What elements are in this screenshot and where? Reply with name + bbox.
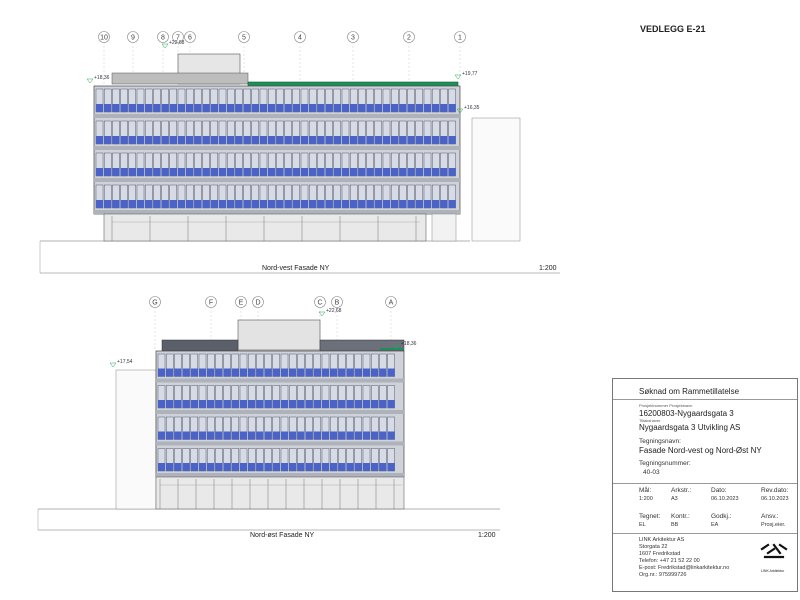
- link-logo-icon: [760, 543, 788, 559]
- grid-axis-7: 7: [176, 35, 180, 42]
- caption-north-west: Nord-vest Fasade NY: [262, 265, 330, 272]
- project-label: Prosjektnummer Prosjektnavn: [639, 403, 693, 408]
- vedlegg-label: VEDLEGG E-21: [640, 24, 706, 34]
- titleblock-heading: Søknad om Rammetillatelse: [639, 387, 740, 396]
- grid-axis-4: 4: [298, 35, 302, 42]
- field-format-label: Arkstr.:: [671, 487, 692, 494]
- firm-city: 1607 Fredrikstad: [639, 551, 681, 557]
- drawing-name: Fasade Nord-vest og Nord-Øst NY: [639, 446, 762, 455]
- field-date-value: 06.10.2023: [711, 496, 739, 502]
- client-name: Nygaardsgata 3 Utvikling AS: [639, 423, 741, 432]
- grid-axis-10: 10: [100, 35, 108, 42]
- field-scale-label: Mål:: [639, 487, 652, 494]
- facade-drawing-north-west: 10 9 8 7 6 5 4 3 2 1 +22,68 +18,36 +19,77 +16,35: [39, 31, 560, 274]
- grid-axis-5: 5: [242, 35, 246, 42]
- firm-name: LINK Arkitektur AS: [639, 537, 685, 543]
- logo-text: LINK Arkitektur: [761, 569, 785, 573]
- drawing-name-label: Tegningsnavn:: [639, 438, 681, 445]
- field-revdate-value: 06.10.2023: [761, 496, 789, 502]
- grid-axis-e: E: [239, 300, 244, 307]
- grid-axis-b: B: [335, 300, 340, 307]
- grid-axis-9: 9: [131, 35, 135, 42]
- field-scale-value: 1:200: [639, 496, 653, 502]
- elevation-label: +18,36: [94, 75, 110, 81]
- field-revdate-label: Rev.dato:: [761, 487, 789, 494]
- firm-org: Org.nr.: 975999726: [639, 572, 687, 578]
- elevation-label: +18,36: [401, 341, 417, 347]
- field-date-label: Dato:: [711, 487, 727, 494]
- elevation-label: +22,68: [169, 40, 185, 46]
- grid-axis-f: F: [209, 300, 213, 307]
- elevation-label: +17,54: [117, 359, 133, 365]
- field-approved-value: EA: [711, 522, 719, 528]
- grid-axis-g: G: [152, 300, 157, 307]
- title-block: Søknad om Rammetillatelse Prosjektnummer…: [612, 378, 798, 592]
- grid-axis-d: D: [255, 300, 260, 307]
- field-drawn-value: EL: [639, 522, 646, 528]
- field-drawn-label: Tegnet:: [639, 513, 661, 520]
- elevation-label: +19,77: [462, 71, 478, 77]
- firm-phone: Telefon: +47 21 52 22 00: [639, 558, 700, 564]
- grid-axis-c: C: [317, 300, 322, 307]
- facade-drawing-north-east: G F E D C B A +22,68 +18,36 +17,54: [37, 296, 500, 531]
- firm-email: E-post: Fredrikstad@linkarkitektur.no: [639, 565, 730, 571]
- project-name: 16200803-Nygaardsgata 3: [639, 409, 734, 418]
- grid-axis-2: 2: [407, 35, 411, 42]
- scale-north-west: 1:200: [539, 265, 557, 272]
- client-label: Tiltakshaver: [639, 418, 661, 423]
- elevation-label: +16,35: [464, 105, 480, 111]
- grid-axis-8: 8: [161, 35, 165, 42]
- caption-north-east: Nord-øst Fasade NY: [250, 532, 315, 539]
- grid-axis-6: 6: [188, 35, 192, 42]
- field-responsible-value: Prosj.eier.: [761, 522, 786, 528]
- field-checked-value: BB: [671, 522, 679, 528]
- elevation-label: +22,68: [326, 308, 342, 314]
- field-checked-label: Kontr.:: [671, 513, 690, 520]
- field-approved-label: Godkj.:: [711, 513, 732, 520]
- drawing-number-label: Tegningsnummer:: [639, 460, 691, 467]
- grid-axis-a: A: [389, 300, 394, 307]
- firm-street: Storgata 22: [639, 544, 668, 550]
- field-format-value: A3: [671, 496, 678, 502]
- grid-axis-3: 3: [351, 35, 355, 42]
- field-responsible-label: Ansv.:: [761, 513, 779, 520]
- drawing-number: 40-03: [643, 469, 660, 476]
- scale-north-east: 1:200: [478, 532, 496, 539]
- grid-axis-1: 1: [458, 35, 462, 42]
